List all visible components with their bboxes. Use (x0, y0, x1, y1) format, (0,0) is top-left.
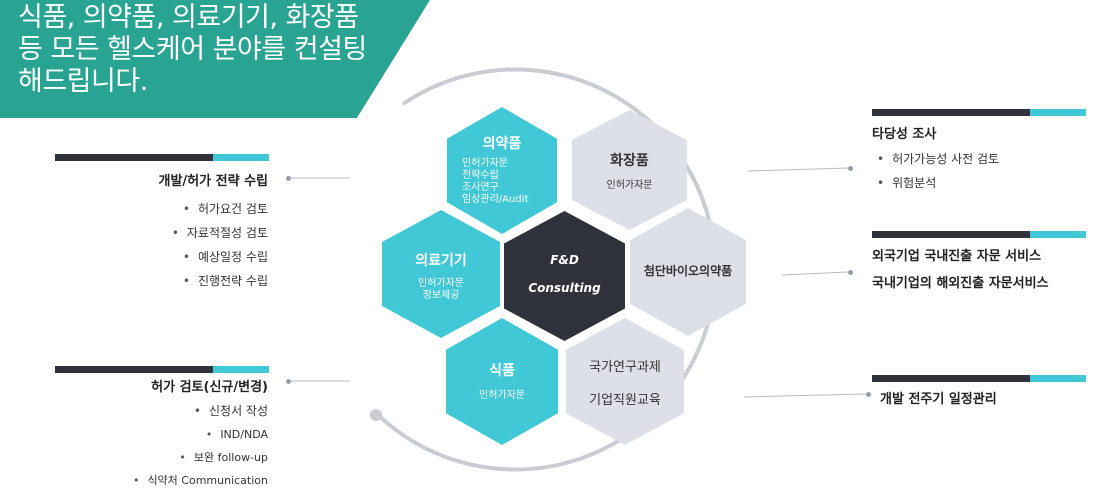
connector-dot (286, 379, 291, 384)
hex-center: F&D Consulting (504, 211, 625, 341)
hex-cosmetics-title: 화장품 (610, 153, 649, 169)
list-item: IND/NDA (90, 423, 268, 446)
accent-bar (872, 231, 1086, 238)
hex-national-line2: 기업직원교육 (589, 393, 661, 408)
connector-dot (866, 392, 871, 397)
approval-review-title: 허가 검토(신규/변경) (151, 380, 268, 395)
ring-end-dot (370, 409, 382, 421)
lifecycle-title: 개발 전주기 일정관리 (880, 392, 997, 407)
list-item: 진행전략 수립 (100, 269, 268, 293)
hex-cosmetics-item: 인허가자문 (606, 180, 653, 191)
hex-item: 전략수립 (462, 170, 499, 181)
connector-line (743, 393, 867, 398)
dev-strategy-title: 개발/허가 전략 수립 (158, 174, 268, 189)
accent-bar (872, 375, 1086, 382)
accent-bar (55, 154, 269, 161)
hex-item: 인허가자문 (418, 278, 464, 289)
connector-line (747, 167, 849, 172)
banner-line: 식품, 의약품, 의료기기, 화장품 (18, 2, 359, 33)
list-item: 허가요건 검토 (100, 197, 268, 221)
accent-bar (55, 366, 269, 373)
connector-line (781, 271, 849, 276)
hex-item: 인허가자문 (462, 158, 508, 169)
header-banner (0, 0, 430, 118)
advisory-line2: 국내기업의 해외진출 자문서비스 (872, 276, 1049, 291)
hex-item: 임상관리/Audit (462, 194, 529, 205)
hex-center-line2: Consulting (528, 281, 601, 295)
hex-device-items: 인허가자문 정보제공 (382, 278, 500, 302)
approval-review-list: 신청서 작성 IND/NDA 보완 follow-up 식약처 Communic… (90, 400, 268, 492)
list-item: 식약처 Communication (90, 469, 268, 492)
hex-center-line1: F&D (550, 253, 579, 267)
hex-cosmetics: 화장품 인허가자문 (572, 110, 687, 230)
hex-pharma-title: 의약품 (482, 136, 522, 152)
hex-item: 정보제공 (422, 290, 460, 301)
list-item: 신청서 작성 (90, 400, 268, 423)
hex-item: 조사연구 (462, 182, 499, 193)
list-item: 허가가능성 사전 검토 (877, 147, 999, 171)
hex-food-item: 인허가자문 (479, 390, 525, 401)
list-item: 자료적절성 검토 (100, 221, 268, 245)
list-item: 예상일정 수립 (100, 245, 268, 269)
banner-line: 해드립니다. (18, 66, 148, 97)
accent-bar (872, 109, 1086, 116)
hex-food-title: 식품 (489, 363, 515, 379)
connector-dot (848, 166, 853, 171)
connector-dot (848, 270, 853, 275)
banner-text: 식품, 의약품, 의료기기, 화장품 등 모든 헬스케어 분야를 컨설팅 해드립… (18, 2, 418, 98)
list-item: 보완 follow-up (90, 446, 268, 469)
hex-national: 국가연구과제 기업직원교육 (566, 318, 684, 445)
banner-line: 등 모든 헬스케어 분야를 컨설팅 (18, 34, 367, 65)
advisory-line1: 외국기업 국내진출 자문 서비스 (872, 249, 1042, 264)
feasibility-title: 타당성 조사 (872, 127, 937, 142)
hex-pharma-items: 인허가자문 전략수립 조사연구 임상관리/Audit (447, 158, 557, 206)
feasibility-list: 허가가능성 사전 검토 위험분석 (877, 147, 999, 195)
hex-national-line1: 국가연구과제 (589, 360, 661, 375)
hex-bio-title: 첨단바이오의약품 (643, 264, 733, 278)
list-item: 위험분석 (877, 171, 999, 195)
connector-dot (286, 176, 291, 181)
hex-device-title: 의료기기 (415, 253, 467, 269)
dev-strategy-list: 허가요건 검토 자료적절성 검토 예상일정 수립 진행전략 수립 (100, 197, 268, 293)
